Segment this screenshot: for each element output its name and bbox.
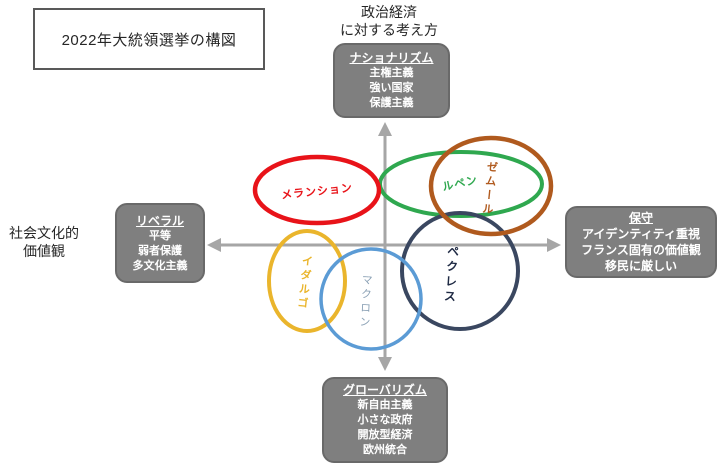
pole-item: 開放型経済 bbox=[357, 429, 413, 441]
pole-heading-conservative: 保守 bbox=[628, 211, 653, 225]
pole-heading-liberal: リベラル bbox=[135, 213, 184, 228]
zemmour-ellipse bbox=[428, 135, 554, 237]
pole-box-nationalism: ナショナリズム 主権主義 強い国家 保護主義 bbox=[333, 43, 450, 118]
pole-item: 平等 bbox=[149, 229, 171, 242]
pole-item: フランス固有の価値観 bbox=[581, 243, 701, 257]
macron-ellipse bbox=[319, 247, 423, 351]
pole-item: 欧州統合 bbox=[363, 444, 407, 456]
melenchon-ellipse bbox=[252, 154, 382, 226]
pole-heading-globalism: グローバリズム bbox=[343, 383, 427, 397]
vertical-axis-caption: 政治経済 に対する考え方 bbox=[308, 3, 470, 39]
pole-box-globalism: グローバリズム 新自由主義 小さな政府 開放型経済 欧州統合 bbox=[322, 377, 448, 463]
vertical-axis-caption-line1: 政治経済 bbox=[361, 4, 417, 20]
diagram-title: 2022年大統領選挙の構図 bbox=[33, 8, 265, 70]
vertical-axis-caption-line2: に対する考え方 bbox=[340, 22, 438, 38]
pole-item: アイデンティティ重視 bbox=[582, 227, 700, 241]
pole-heading-nationalism: ナショナリズム bbox=[349, 51, 434, 65]
hidalgo-ellipse bbox=[267, 229, 347, 333]
pecresse-ellipse bbox=[400, 211, 520, 331]
pole-item: 多文化主義 bbox=[132, 259, 188, 272]
pole-item: 移民に厳しい bbox=[604, 259, 677, 273]
horizontal-axis-arrow-right bbox=[547, 238, 561, 252]
pole-item: 小さな政府 bbox=[357, 414, 413, 426]
pole-item: 新自由主義 bbox=[357, 399, 413, 411]
horizontal-axis-caption-line1: 社会文化的 bbox=[9, 225, 79, 241]
vertical-axis-arrow-up bbox=[378, 122, 392, 136]
horizontal-axis-caption-line2: 価値観 bbox=[23, 243, 65, 259]
pole-item: 保護主義 bbox=[369, 97, 414, 109]
horizontal-axis-arrow-left bbox=[207, 238, 221, 252]
pole-box-conservative: 保守 アイデンティティ重視 フランス固有の価値観 移民に厳しい bbox=[565, 206, 717, 278]
pole-item: 主権主義 bbox=[369, 67, 414, 79]
pole-item: 弱者保護 bbox=[138, 244, 182, 257]
pole-item: 強い国家 bbox=[369, 82, 414, 94]
pole-box-liberal: リベラル 平等 弱者保護 多文化主義 bbox=[115, 203, 205, 283]
vertical-axis-arrow-down bbox=[378, 357, 392, 371]
horizontal-axis-caption: 社会文化的 価値観 bbox=[0, 224, 88, 260]
